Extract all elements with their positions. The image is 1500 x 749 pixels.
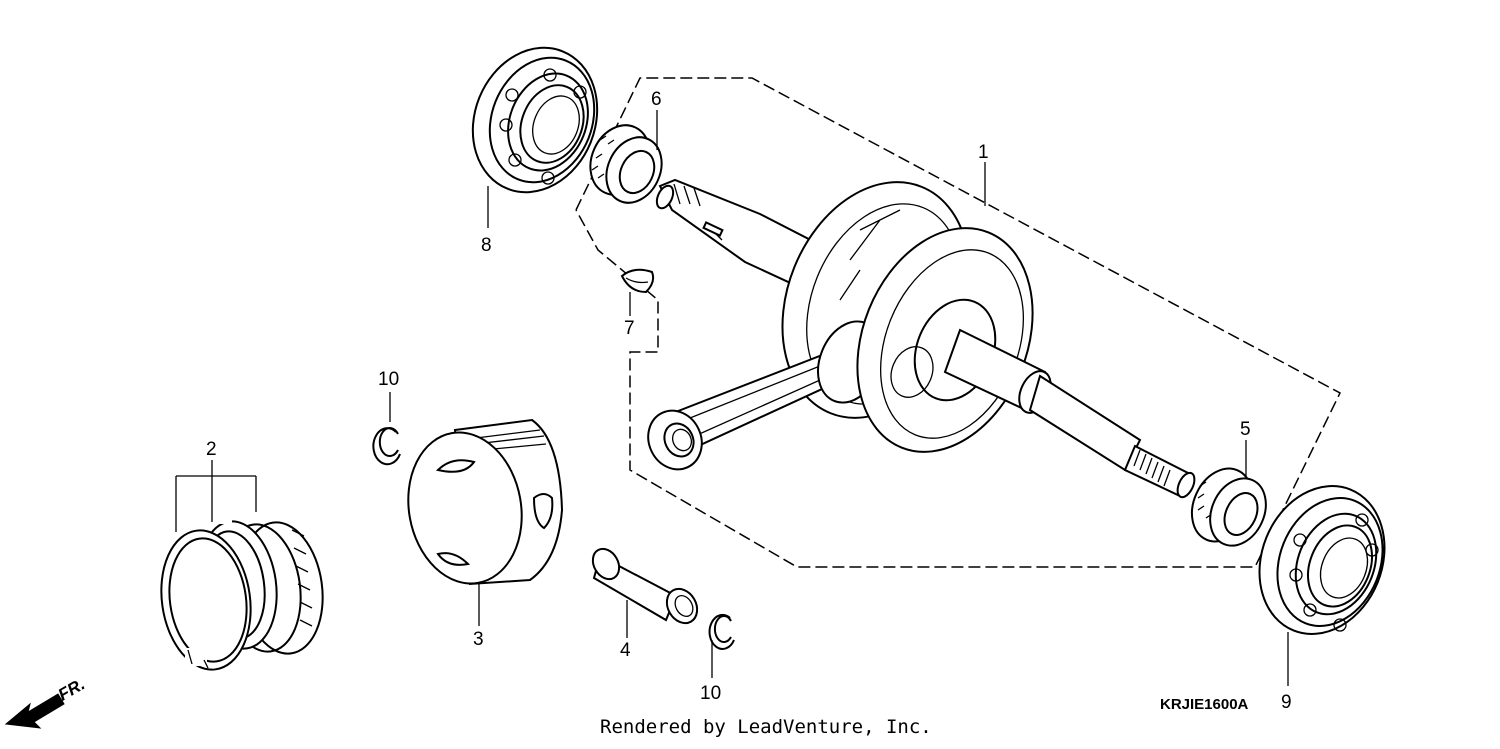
crankshaft-1-drawing: [647, 178, 1196, 499]
part-label-8: 8: [481, 235, 492, 256]
part-label-6: 6: [651, 89, 662, 110]
piston-rings-2-drawing: [160, 514, 324, 671]
part-label-9: 9: [1281, 692, 1292, 713]
part-label-5: 5: [1240, 419, 1251, 440]
part-label-10-bottom: 10: [700, 683, 722, 704]
diagram-code: KRJIE1600A: [1160, 696, 1249, 713]
crankshaft-assembly-outline: [575, 77, 1341, 568]
part-label-3: 3: [473, 629, 484, 650]
bearing-8-drawing: [471, 46, 599, 194]
piston-rings-2-leader: [175, 460, 257, 532]
needle-bearing-6-drawing: [589, 124, 663, 204]
piston-pin-clip-bottom-drawing: [708, 613, 735, 650]
render-credit: Rendered by LeadVenture, Inc.: [600, 716, 932, 738]
woodruff-key-7-drawing: [620, 268, 655, 294]
part-label-1: 1: [978, 142, 989, 163]
part-label-2: 2: [206, 439, 217, 460]
piston-pin-clip-top-drawing: [372, 427, 401, 466]
piston-pin-4-drawing: [591, 547, 699, 625]
part-label-4: 4: [620, 640, 631, 661]
part-label-10-top: 10: [378, 369, 400, 390]
bearing-9-drawing: [1258, 485, 1386, 635]
front-direction-arrow: [4, 693, 65, 729]
part-label-7: 7: [624, 318, 635, 339]
piston-3-drawing: [407, 418, 564, 586]
needle-bearing-5-drawing: [1190, 467, 1267, 547]
